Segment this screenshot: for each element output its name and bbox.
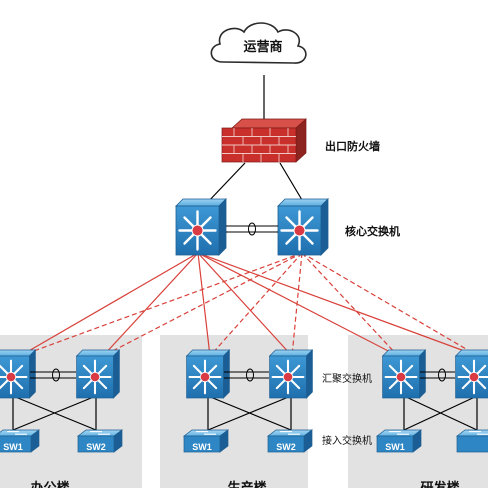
office-agg-interlink: [30, 368, 76, 382]
office-sw1-label: SW1: [3, 442, 23, 452]
core-switch-1-icon: [174, 197, 228, 257]
firewall-icon: [221, 118, 307, 163]
office-sw2-label: SW2: [86, 442, 106, 452]
rnd-agg-switch-1-icon: [381, 348, 427, 400]
rnd-agg-interlink: [420, 368, 455, 382]
core-uplinks: [19, 252, 479, 357]
black-links: [12, 75, 478, 431]
aggregation-label: 汇聚交换机: [322, 372, 372, 385]
firewall-label: 出口防火墙: [325, 139, 380, 153]
production-sw1-label: SW1: [192, 442, 212, 452]
core-switch-2-icon: [276, 197, 330, 257]
production-agg-switch-2-icon: [268, 348, 314, 400]
isp-label: 运营商: [243, 39, 282, 55]
building-rnd-name: 研发楼: [420, 480, 459, 488]
production-sw2-label: SW2: [276, 442, 296, 452]
rnd-agg-switch-2-icon: [454, 348, 488, 400]
building-office-name: 办公楼: [30, 480, 69, 488]
office-agg-switch-1-icon: [0, 348, 37, 400]
office-agg-switch-2-icon: [75, 348, 121, 400]
core-label: 核心交换机: [345, 224, 400, 238]
production-agg-interlink: [224, 368, 269, 382]
building-production-name: 生产楼: [227, 480, 266, 488]
core-interlink: [226, 222, 278, 236]
production-agg-switch-1-icon: [185, 348, 231, 400]
isp-cloud: 运营商: [210, 22, 307, 64]
access-label: 接入交换机: [322, 434, 372, 447]
rnd-sw2-icon: [456, 429, 488, 453]
rnd-sw1-label: SW1: [385, 442, 405, 452]
